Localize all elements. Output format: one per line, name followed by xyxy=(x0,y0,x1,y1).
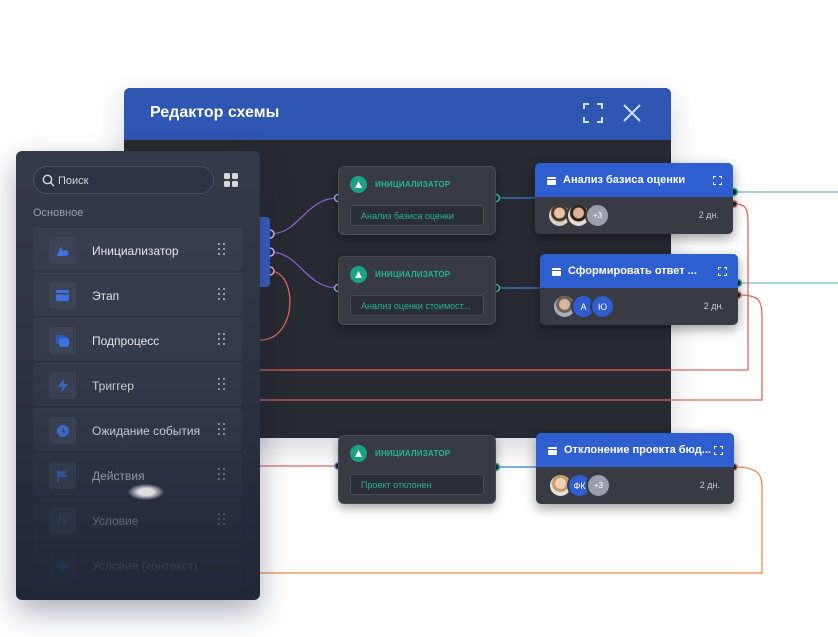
palette-item-label: Условие xyxy=(92,514,139,528)
editor-title: Редактор схемы xyxy=(150,104,280,121)
stage-icon xyxy=(548,447,557,455)
palette-item-subprocess[interactable]: Подпроцесс xyxy=(33,318,242,361)
initializer-node[interactable]: ИНИЦИАЛИЗАТОР Анализ оценки стоимост... xyxy=(338,256,496,325)
editor-header: Редактор схемы xyxy=(124,88,671,140)
expand-icon[interactable] xyxy=(718,267,727,276)
initializer-icon xyxy=(350,445,367,462)
assignees: А Ю xyxy=(552,294,615,319)
drag-cursor xyxy=(128,484,164,500)
element-palette: Основное Инициализатор Этап Подпроцесс xyxy=(16,151,260,600)
initializer-node[interactable]: ИНИЦИАЛИЗАТОР Проект отклонен xyxy=(338,435,496,504)
stage-icon xyxy=(547,177,556,185)
palette-item-label: Ожидание события xyxy=(92,424,201,438)
flag-icon xyxy=(49,462,76,489)
close-icon[interactable] xyxy=(621,102,643,124)
assignees: ФК +3 xyxy=(548,473,611,498)
search-icon xyxy=(42,174,55,187)
subprocess-icon xyxy=(49,327,76,354)
initializer-icon xyxy=(350,176,367,193)
palette-item-condition[interactable]: fx Условие xyxy=(33,498,242,541)
drag-handle-icon[interactable] xyxy=(218,513,226,526)
expand-icon[interactable] xyxy=(582,102,604,124)
initializer-field[interactable]: Проект отклонен xyxy=(350,474,484,495)
stage-duration: 2 дн. xyxy=(699,480,720,490)
palette-item-initializer[interactable]: Инициализатор xyxy=(33,228,242,271)
palette-item-label: Этап xyxy=(92,289,120,303)
drag-handle-icon[interactable] xyxy=(218,288,226,301)
palette-item-wait-event[interactable]: Ожидание события xyxy=(33,408,242,451)
initializer-field[interactable]: Анализ базиса оценки xyxy=(350,205,484,226)
palette-item-actions[interactable]: Действия xyxy=(33,453,242,496)
drag-handle-icon[interactable] xyxy=(218,468,226,481)
clock-icon xyxy=(49,417,76,444)
stage-title: Сформировать ответ ... xyxy=(568,265,697,277)
drag-handle-icon[interactable] xyxy=(218,423,226,436)
grid-view-icon[interactable] xyxy=(224,173,238,187)
expand-icon[interactable] xyxy=(714,446,723,455)
stage-title: Отклонение проекта бюд... xyxy=(564,444,711,456)
stage-node[interactable]: Анализ базиса оценки +3 2 дн. xyxy=(535,163,733,234)
initializer-label: ИНИЦИАЛИЗАТОР xyxy=(375,180,451,189)
expand-icon[interactable] xyxy=(713,176,722,185)
stage-node[interactable]: Сформировать ответ ... А Ю 2 дн. xyxy=(540,254,738,325)
initializer-field[interactable]: Анализ оценки стоимост... xyxy=(350,295,484,316)
lightning-icon xyxy=(49,372,76,399)
stage-icon xyxy=(49,282,76,309)
palette-item-stage[interactable]: Этап xyxy=(33,273,242,316)
palette-item-condition-context[interactable]: Условие (контекст) xyxy=(33,543,242,586)
avatar-more: +3 xyxy=(586,473,611,498)
drag-handle-icon[interactable] xyxy=(218,378,226,391)
stage-node[interactable]: Отклонение проекта бюд... ФК +3 2 дн. xyxy=(536,433,734,504)
stage-icon xyxy=(552,268,561,276)
drag-handle-icon[interactable] xyxy=(218,333,226,346)
initializer-icon xyxy=(49,237,76,264)
condition-icon xyxy=(49,552,76,579)
search-input[interactable] xyxy=(58,173,198,189)
search-box[interactable] xyxy=(33,166,214,194)
initializer-label: ИНИЦИАЛИЗАТОР xyxy=(375,270,451,279)
palette-item-label: Инициализатор xyxy=(92,244,179,258)
drag-handle-icon[interactable] xyxy=(218,243,226,256)
initializer-label: ИНИЦИАЛИЗАТОР xyxy=(375,449,451,458)
assignees: +3 xyxy=(547,203,610,228)
stage-duration: 2 дн. xyxy=(703,301,724,311)
palette-item-trigger[interactable]: Триггер xyxy=(33,363,242,406)
stage-title: Анализ базиса оценки xyxy=(563,174,686,186)
palette-item-label: Условие (контекст) xyxy=(92,559,198,573)
section-title: Основное xyxy=(33,207,84,219)
avatar: Ю xyxy=(590,294,615,319)
palette-item-label: Действия xyxy=(92,469,145,483)
function-icon: fx xyxy=(49,507,76,534)
palette-item-label: Триггер xyxy=(92,379,134,393)
avatar-more: +3 xyxy=(585,203,610,228)
palette-item-label: Подпроцесс xyxy=(92,334,160,348)
stage-duration: 2 дн. xyxy=(698,210,719,220)
initializer-node[interactable]: ИНИЦИАЛИЗАТОР Анализ базиса оценки xyxy=(338,166,496,235)
initializer-icon xyxy=(350,266,367,283)
